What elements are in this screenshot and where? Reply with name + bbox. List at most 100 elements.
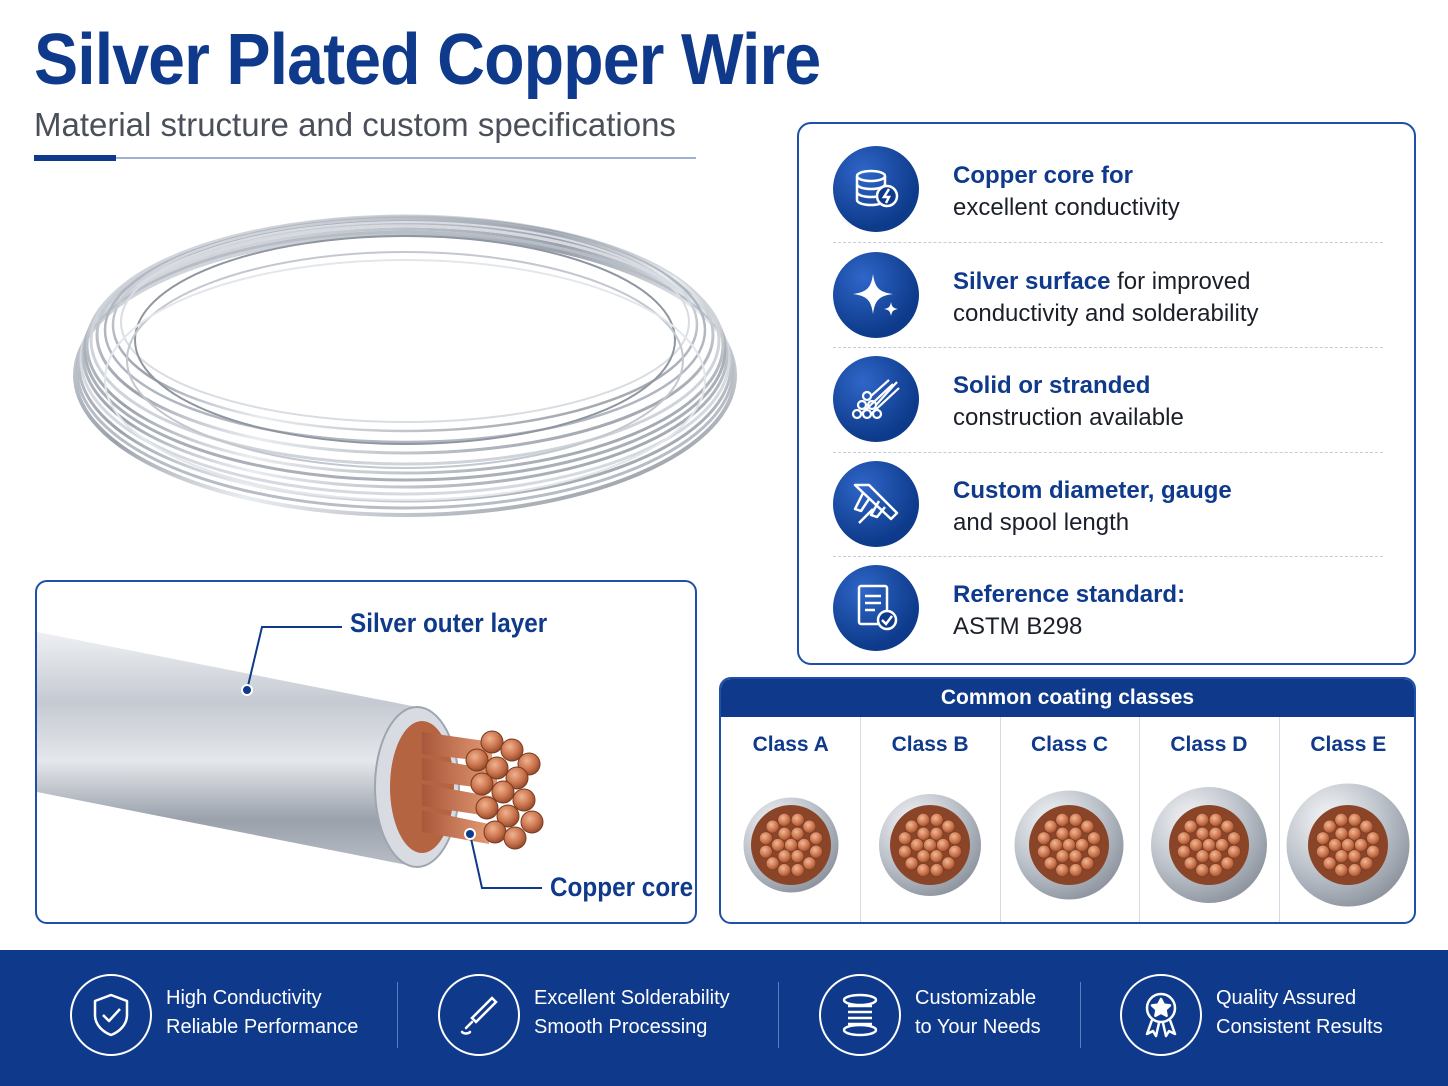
benefit-line1: Quality Assured: [1216, 987, 1357, 1009]
copper-strand: [1195, 826, 1210, 841]
copper-strand: [758, 831, 773, 846]
benefit-line1: Excellent Solderability: [534, 987, 730, 1009]
copper-strand: [929, 849, 944, 864]
footer-divider: [1080, 982, 1081, 1048]
copper-strand: [916, 813, 931, 827]
sparkle-icon: [833, 252, 919, 338]
feature-divider: [833, 347, 1383, 348]
shield-check-icon: [70, 974, 152, 1056]
copper-strand: [777, 826, 791, 841]
coating-class-label: Class D: [1170, 733, 1248, 756]
copper-strand: [1195, 813, 1209, 827]
wire-cross-section-icon: [879, 794, 982, 896]
copper-strand: [1341, 838, 1356, 852]
title-divider: [34, 157, 696, 159]
copper-strand: [1062, 838, 1077, 852]
copper-strand: [777, 813, 791, 827]
coating-class-class-a: Class A: [721, 717, 860, 922]
benefit-line2: Smooth Processing: [534, 1016, 708, 1038]
copper-strand: [1348, 813, 1362, 827]
copper-strand: [1056, 849, 1070, 864]
copper-strand: [1227, 844, 1241, 859]
copper-strand: [802, 856, 816, 871]
stranded-bundle-icon: [833, 356, 919, 442]
copper-strand: [904, 856, 919, 871]
page-subtitle: Material structure and custom specificat…: [34, 106, 676, 143]
document-check-icon: [833, 565, 919, 651]
feature-item-custom-diameter: Custom diameter, gauge and spool length: [833, 439, 1383, 547]
copper-spool-bolt-icon: [833, 146, 919, 232]
copper-strand: [790, 813, 805, 827]
coating-classes-title: Common coating classes: [721, 679, 1414, 717]
copper-strand: [809, 844, 823, 859]
copper-strand: [916, 826, 931, 841]
copper-strand: [1323, 856, 1337, 871]
title-divider-accent: [34, 155, 116, 161]
copper-strand: [796, 838, 811, 852]
copper-strand: [1208, 826, 1223, 841]
copper-strand: [923, 838, 937, 852]
copper-strand: [1348, 863, 1362, 877]
feature-divider: [833, 452, 1383, 453]
copper-strand: [1354, 838, 1369, 852]
copper-strand: [1069, 849, 1083, 864]
copper-strand: [1347, 849, 1362, 864]
copper-strand: [948, 831, 962, 846]
copper-strand: [1195, 849, 1210, 864]
copper-strand: [1087, 844, 1102, 859]
copper-core-label: Copper core: [550, 872, 694, 902]
copper-strand: [1069, 826, 1083, 841]
caliper-icon: [833, 461, 919, 547]
feature-highlight: Custom diameter, gauge: [953, 477, 1232, 504]
copper-strand: [916, 863, 931, 877]
copper-strand: [1087, 831, 1102, 846]
feature-highlight: Solid or stranded: [953, 372, 1151, 399]
copper-strand: [770, 838, 785, 852]
copper-strand: [758, 844, 773, 859]
copper-strand: [1195, 863, 1209, 877]
benefit-line2: to Your Needs: [915, 1016, 1041, 1038]
copper-strand: [790, 826, 804, 841]
copper-strand: [1044, 819, 1058, 834]
footer-divider: [778, 982, 779, 1048]
coating-class-class-b: Class B: [860, 717, 999, 922]
copper-strand: [1069, 813, 1084, 827]
copper-strand: [1366, 831, 1381, 846]
benefit-line1: Customizable: [915, 987, 1037, 1009]
copper-strand: [930, 863, 944, 877]
copper-strand: [1075, 838, 1090, 852]
copper-strand: [1208, 863, 1223, 877]
copper-strand: [1176, 831, 1191, 846]
feature-highlight: Silver surface: [953, 268, 1111, 295]
wire-cross-section-icon: [1150, 787, 1267, 903]
copper-strand: [916, 849, 931, 864]
class-column-divider: [999, 717, 1001, 922]
feature-description: conductivity and solderability: [953, 300, 1259, 327]
copper-strand: [898, 844, 912, 859]
page-title: Silver Plated Copper Wire: [34, 20, 821, 100]
coating-class-class-c: Class C: [1000, 717, 1139, 922]
copper-strand: [1227, 831, 1241, 846]
soldering-iron-icon: [438, 974, 520, 1056]
copper-strand: [802, 819, 816, 834]
feature-divider: [833, 242, 1383, 243]
copper-strand: [1328, 838, 1343, 852]
copper-strand: [1316, 831, 1330, 846]
benefit-line2: Consistent Results: [1216, 1016, 1383, 1038]
copper-strand: [898, 831, 912, 846]
award-badge-icon: [1120, 974, 1202, 1056]
coating-class-class-e: Class E: [1279, 717, 1414, 922]
copper-strand: [1081, 856, 1095, 871]
feature-divider: [833, 556, 1383, 557]
copper-strand: [1056, 826, 1070, 841]
wire-coil-image: [73, 214, 737, 517]
feature-item-solid-stranded: Solid or stranded construction available: [833, 334, 1383, 442]
wire-cross-section-panel: Silver outer layer Copper core: [35, 580, 697, 924]
spool-icon: [819, 974, 901, 1056]
copper-strand: [1359, 819, 1374, 834]
copper-strand: [790, 849, 804, 864]
copper-strand: [1049, 838, 1064, 852]
feature-description: excellent conductivity: [953, 194, 1180, 221]
copper-strand: [1347, 826, 1362, 841]
